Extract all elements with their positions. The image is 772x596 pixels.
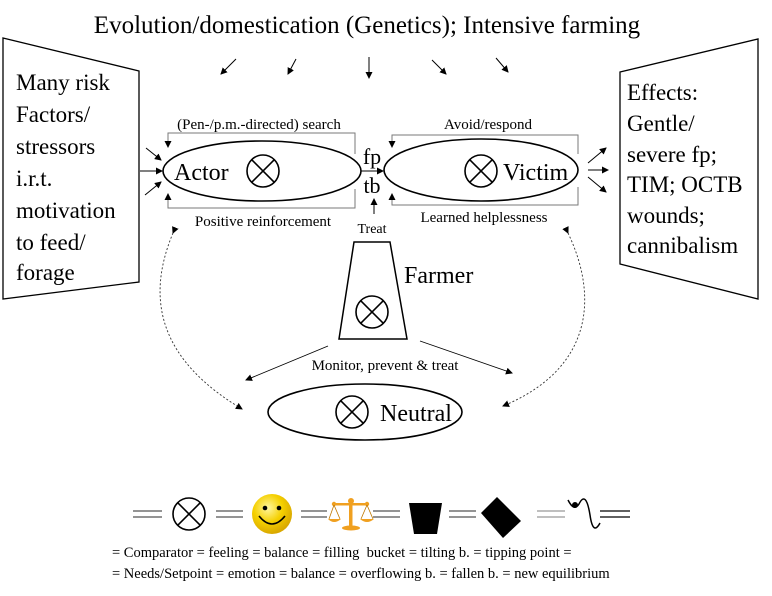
effects-line: wounds; <box>627 203 705 228</box>
comparator-icon <box>355 295 389 329</box>
tipping-point-icon <box>567 498 601 529</box>
treat-label: Treat <box>357 222 386 237</box>
risk-line: to feed/ <box>16 230 86 255</box>
tb-label: tb <box>363 173 380 198</box>
victim-node: Victim <box>383 138 579 202</box>
learned-helplessness-label: Learned helplessness <box>420 210 547 226</box>
legend-row-1: = Comparator = feeling = balance = filli… <box>112 545 572 561</box>
smiley-icon <box>252 494 292 534</box>
victim-feedback-loops <box>388 134 579 206</box>
risk-line: motivation <box>16 198 116 223</box>
effects-line: severe fp; <box>627 142 717 167</box>
victim-label: Victim <box>503 160 569 186</box>
risk-line: i.r.t. <box>16 166 52 191</box>
bucket-icon <box>409 503 442 534</box>
legend-row-2: = Needs/Setpoint = emotion = balance = o… <box>112 566 610 582</box>
comparator-icon <box>246 154 280 188</box>
monitor-label: Monitor, prevent & treat <box>312 358 460 374</box>
risk-line: forage <box>16 260 75 285</box>
legend-symbols <box>133 494 630 538</box>
risk-line: stressors <box>16 134 95 159</box>
neutral-label: Neutral <box>380 401 452 427</box>
risk-line: Factors/ <box>16 102 91 127</box>
balance-scale-icon <box>328 498 374 531</box>
risk-factors-box: Many risk Factors/ stressors i.r.t. moti… <box>2 37 140 300</box>
fp-label: fp <box>363 144 381 169</box>
positive-reinforcement-label: Positive reinforcement <box>195 214 332 230</box>
comparator-icon <box>464 154 498 188</box>
comparator-icon <box>172 497 206 531</box>
farmer-label: Farmer <box>404 263 473 289</box>
tilted-bucket-icon <box>481 497 521 538</box>
neutral-node: Neutral <box>267 383 463 441</box>
monitor-arrows <box>245 340 513 381</box>
actor-node: Actor <box>162 140 362 202</box>
effects-line: Gentle/ <box>627 111 695 136</box>
avoid-respond-label: Avoid/respond <box>444 117 533 133</box>
actor-feedback-loops <box>164 132 356 209</box>
risk-to-actor-arrows <box>140 147 163 196</box>
actor-label: Actor <box>174 160 229 186</box>
risk-line: Many risk <box>16 70 110 95</box>
diagram-title: Evolution/domestication (Genetics); Inte… <box>94 12 641 39</box>
dashed-feedback-curves <box>159 226 586 410</box>
effects-line: TIM; OCTB <box>627 172 743 197</box>
search-label: (Pen-/p.m.-directed) search <box>177 117 341 133</box>
effects-line: Effects: <box>627 80 698 105</box>
victim-to-effects-arrows <box>587 147 609 193</box>
genetics-arrows <box>220 57 509 79</box>
comparator-icon <box>335 395 369 429</box>
farmer-node: Farmer <box>338 241 473 340</box>
effects-line: cannibalism <box>627 233 738 258</box>
effects-box: Effects: Gentle/ severe fp; TIM; OCTB wo… <box>619 38 759 300</box>
